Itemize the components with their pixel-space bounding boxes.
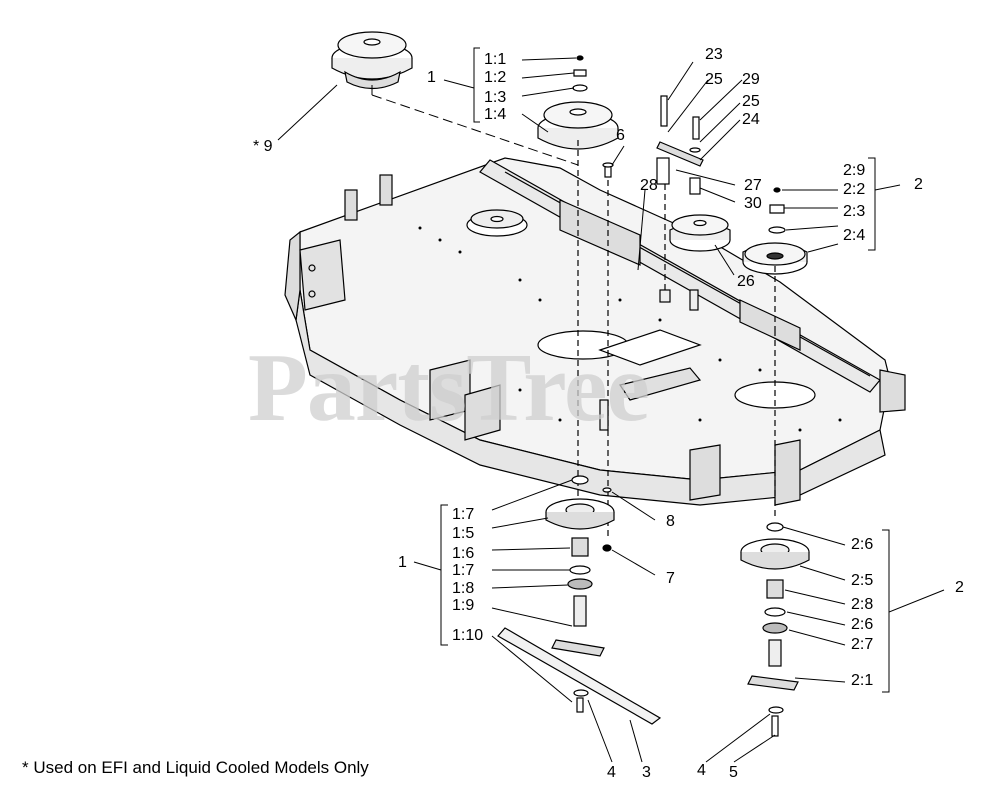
leader-lines bbox=[277, 47, 945, 763]
mower-deck bbox=[284, 157, 906, 506]
callout-1-5: 1:5 bbox=[452, 525, 475, 542]
callout-2-5: 2:5 bbox=[851, 572, 874, 589]
idler-arm-assembly bbox=[656, 95, 704, 311]
callout-1-8: 1:8 bbox=[452, 580, 475, 597]
callout-27: 27 bbox=[744, 177, 762, 194]
callout-2-7: 2:7 bbox=[851, 636, 874, 653]
footnote: * Used on EFI and Liquid Cooled Models O… bbox=[22, 758, 369, 777]
callout-5: 5 bbox=[729, 764, 738, 781]
callout-7: 7 bbox=[666, 570, 675, 587]
callout-1-2: 1:2 bbox=[484, 69, 507, 86]
callout-25b: 25 bbox=[742, 93, 760, 110]
callout-1-6: 1:6 bbox=[452, 545, 475, 562]
callout-1-4: 1:4 bbox=[484, 106, 507, 123]
callout-2-3: 2:3 bbox=[843, 203, 866, 220]
callout-1-10: 1:10 bbox=[452, 627, 484, 644]
pulley-26 bbox=[669, 214, 731, 252]
callout-8: 8 bbox=[666, 513, 675, 530]
callout-1-7b: 1:7 bbox=[452, 562, 475, 579]
pulley-1-4 bbox=[537, 101, 619, 150]
callout-1-9: 1:9 bbox=[452, 597, 475, 614]
callout-4b: 4 bbox=[697, 762, 706, 779]
callout-2-1: 2:1 bbox=[851, 672, 874, 689]
callout-30: 30 bbox=[744, 195, 762, 212]
callout-29: 29 bbox=[742, 71, 760, 88]
callout-26: 26 bbox=[737, 273, 755, 290]
spindle-assembly-1 bbox=[497, 140, 662, 725]
callout-1-3: 1:3 bbox=[484, 89, 507, 106]
callout-2-2: 2:2 bbox=[843, 181, 866, 198]
callout-6: 6 bbox=[616, 127, 625, 144]
pulley-2-4 bbox=[742, 187, 808, 330]
spindle-assembly-2 bbox=[740, 330, 810, 737]
callout-3: 3 bbox=[642, 764, 651, 781]
callout-1-top: 1 bbox=[427, 69, 436, 86]
callout-4a: 4 bbox=[607, 764, 616, 781]
watermark: PartsTree bbox=[248, 334, 650, 442]
callout-1-bottom: 1 bbox=[398, 554, 407, 571]
callout-2-top: 2 bbox=[914, 176, 923, 193]
callout-2-6b: 2:6 bbox=[851, 616, 874, 633]
pulley-9 bbox=[331, 31, 413, 90]
bolt-6 bbox=[602, 162, 614, 178]
callout-2-9: 2:9 bbox=[843, 162, 866, 179]
hardware-stack-1 bbox=[572, 55, 588, 92]
callout-24: 24 bbox=[742, 111, 760, 128]
callout-23: 23 bbox=[705, 46, 723, 63]
callout-9: * 9 bbox=[253, 138, 273, 155]
callout-2-8: 2:8 bbox=[851, 596, 874, 613]
callout-2-4: 2:4 bbox=[843, 227, 866, 244]
callout-1-1: 1:1 bbox=[484, 51, 507, 68]
callout-25a: 25 bbox=[705, 71, 723, 88]
callout-2-bottom: 2 bbox=[955, 579, 964, 596]
callout-28: 28 bbox=[640, 177, 658, 194]
callout-2-6a: 2:6 bbox=[851, 536, 874, 553]
callout-1-7a: 1:7 bbox=[452, 506, 475, 523]
